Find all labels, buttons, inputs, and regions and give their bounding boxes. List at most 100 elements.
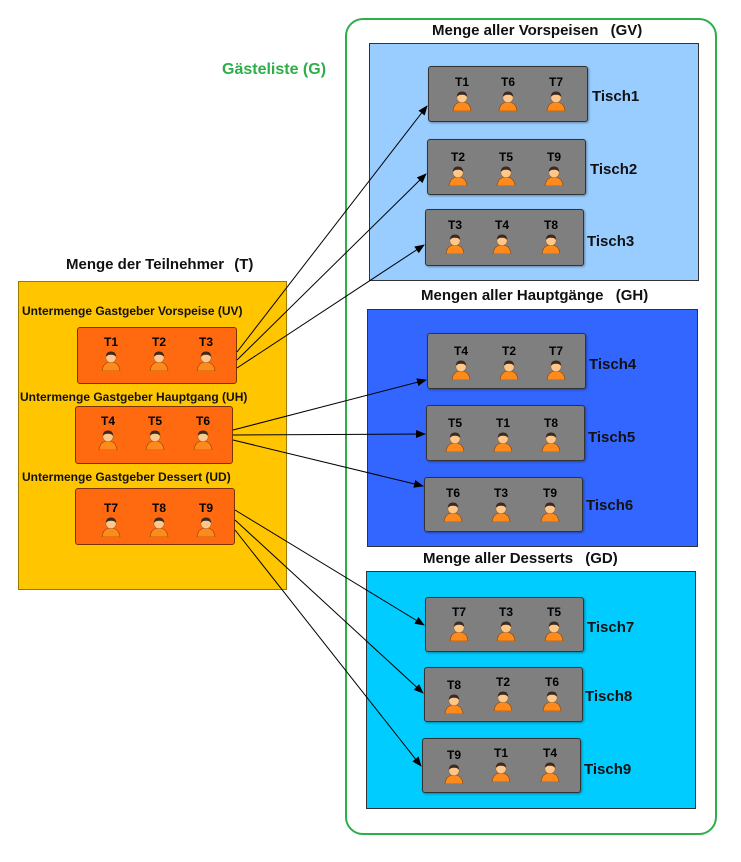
person-label: T9 (198, 501, 213, 515)
table-label-8: Tisch8 (585, 688, 633, 705)
person-label: T9 (446, 748, 461, 762)
person: T4 (488, 218, 516, 254)
person: T9 (192, 501, 220, 537)
person-label: T8 (151, 501, 166, 515)
person: T5 (540, 605, 568, 641)
person-label: T6 (445, 486, 460, 500)
host-group-main: T4 T5 T6 (75, 406, 233, 464)
person-label: T6 (195, 414, 210, 428)
person: T8 (537, 416, 565, 452)
person: T7 (542, 75, 570, 111)
person-icon (98, 430, 118, 450)
person: T4 (94, 414, 122, 450)
person: T5 (141, 414, 169, 450)
course-abbr: (GH) (615, 287, 649, 304)
person-label: T9 (546, 150, 561, 164)
person: T7 (445, 605, 473, 641)
person-icon (544, 166, 564, 186)
person: T4 (447, 344, 475, 380)
person-icon (101, 351, 121, 371)
table-7: T7 T3 T5 (425, 597, 584, 652)
person-icon (443, 502, 463, 522)
person: T9 (440, 748, 468, 784)
person-label: T7 (103, 501, 118, 515)
person-label: T8 (543, 218, 558, 232)
table-9: T9 T1 T4 (422, 738, 581, 793)
person: T3 (492, 605, 520, 641)
course-title-starter: Menge aller Vorspeisen (GV) (432, 22, 642, 39)
person: T8 (537, 218, 565, 254)
course-title-text: Menge aller Desserts (423, 550, 574, 567)
host-group-label-starter: Untermenge Gastgeber Vorspeise (UV) (22, 304, 243, 318)
person: T3 (487, 486, 515, 522)
person: T6 (189, 414, 217, 450)
person: T8 (145, 501, 173, 537)
person: T2 (444, 150, 472, 186)
person-label: T3 (198, 335, 213, 349)
person: T7 (542, 344, 570, 380)
person-label: T8 (543, 416, 558, 430)
person-label: T7 (451, 605, 466, 619)
person-label: T5 (498, 150, 513, 164)
person-icon (499, 360, 519, 380)
person-icon (546, 91, 566, 111)
person-icon (492, 234, 512, 254)
person-label: T2 (495, 675, 510, 689)
table-label-7: Tisch7 (587, 619, 635, 636)
guest-list-label: Gästeliste (G) (222, 61, 327, 78)
person: T5 (492, 150, 520, 186)
person-label: T2 (151, 335, 166, 349)
person: T9 (540, 150, 568, 186)
course-title-text: Menge aller Vorspeisen (432, 22, 599, 39)
table-5: T5 T1 T8 (426, 405, 585, 461)
host-group-starter: T1 T2 T3 (77, 327, 237, 384)
table-4: T4 T2 T7 (427, 333, 586, 389)
person-icon (540, 502, 560, 522)
person-icon (448, 166, 468, 186)
person-label: T7 (548, 344, 563, 358)
table-label-5: Tisch5 (588, 429, 636, 446)
person-label: T1 (454, 75, 469, 89)
person-label: T4 (453, 344, 468, 358)
person-icon (445, 432, 465, 452)
person-icon (149, 351, 169, 371)
person-icon (452, 91, 472, 111)
person: T2 (495, 344, 523, 380)
person-icon (542, 691, 562, 711)
table-2: T2 T5 T9 (427, 139, 586, 195)
person-icon (493, 691, 513, 711)
person: T2 (489, 675, 517, 711)
participants-title-text: Menge der Teilnehmer (66, 256, 225, 273)
person-icon (544, 621, 564, 641)
course-abbr: (GD) (585, 550, 618, 567)
person-icon (498, 91, 518, 111)
participants-title: Menge der Teilnehmer (T) (66, 256, 253, 273)
person-label: T9 (542, 486, 557, 500)
person-label: T2 (501, 344, 516, 358)
table-label-6: Tisch6 (586, 497, 634, 514)
person-icon (493, 432, 513, 452)
person-label: T4 (494, 218, 509, 232)
person: T1 (489, 416, 517, 452)
table-6: T6 T3 T9 (424, 477, 583, 532)
person-label: T5 (447, 416, 462, 430)
person-icon (491, 502, 511, 522)
person-label: T6 (544, 675, 559, 689)
person: T1 (487, 746, 515, 782)
person-icon (496, 621, 516, 641)
person-label: T3 (493, 486, 508, 500)
person: T1 (97, 335, 125, 371)
person-icon (444, 764, 464, 784)
person-icon (496, 166, 516, 186)
person: T6 (538, 675, 566, 711)
person-label: T4 (100, 414, 115, 428)
person-icon (149, 517, 169, 537)
person-icon (451, 360, 471, 380)
table-label-4: Tisch4 (589, 356, 637, 373)
person-icon (540, 762, 560, 782)
person-icon (541, 234, 561, 254)
person: T1 (448, 75, 476, 111)
person: T5 (441, 416, 469, 452)
table-3: T3 T4 T8 (425, 209, 584, 266)
person-label: T4 (542, 746, 557, 760)
